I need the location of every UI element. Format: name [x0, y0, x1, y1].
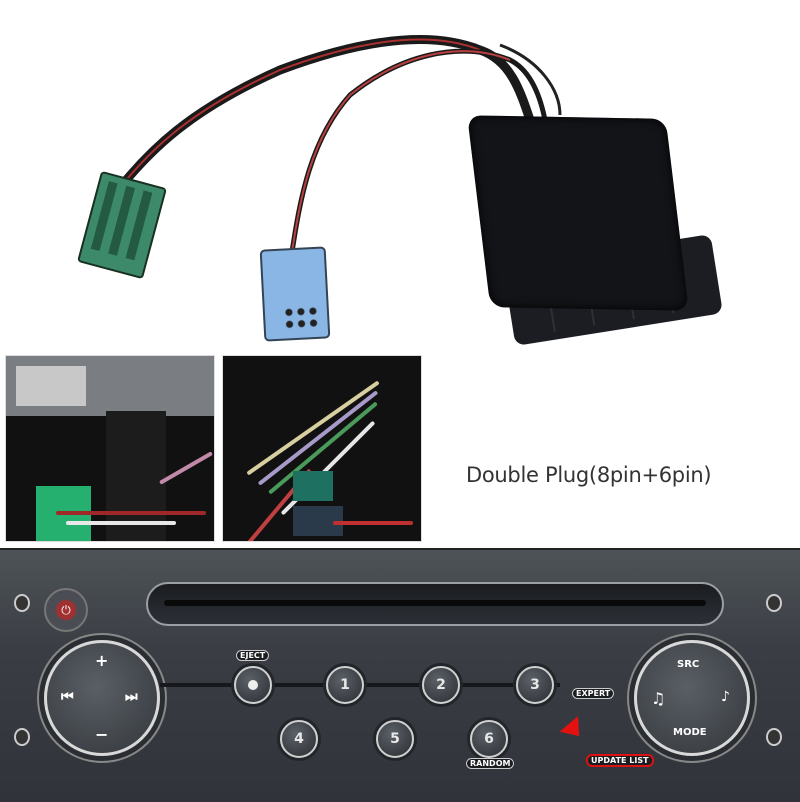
preset-button-2[interactable]: 2	[422, 666, 460, 704]
plus-icon: +	[95, 651, 109, 670]
eject-label: EJECT	[236, 650, 270, 661]
power-icon: ⏻	[61, 602, 71, 617]
music-icon: ♫	[651, 689, 666, 708]
preset-button-1[interactable]: 1	[326, 666, 364, 704]
preset-button-4[interactable]: 4	[280, 720, 318, 758]
preset-button-3[interactable]: 3	[516, 666, 554, 704]
plug-caption: Double Plug(8pin+6pin)	[466, 463, 712, 487]
eject-icon	[248, 680, 258, 690]
power-button[interactable]: ⏻	[44, 588, 88, 632]
preset-button-5[interactable]: 5	[376, 720, 414, 758]
mode-label: MODE	[673, 727, 707, 738]
src-label: SRC	[677, 659, 700, 670]
cable-harness	[114, 35, 562, 253]
bluetooth-module	[467, 115, 689, 311]
install-photo-right	[222, 355, 422, 542]
preset-button-6[interactable]: 6	[470, 720, 508, 758]
cd-slot[interactable]	[146, 582, 724, 626]
note-icon: ♪	[721, 689, 730, 705]
update-list-button[interactable]: UPDATE LIST	[586, 754, 654, 767]
volume-seek-dial[interactable]: + − ⏮ ⏭	[44, 640, 160, 756]
screw-icon	[766, 594, 782, 612]
install-photo-left	[5, 355, 215, 542]
random-label: RANDOM	[466, 758, 515, 769]
blue-8pin-connector	[259, 246, 331, 342]
source-mode-dial[interactable]: SRC MODE ♫ ♪	[634, 640, 750, 756]
expert-button[interactable]: EXPERT	[572, 688, 615, 699]
minus-icon: −	[95, 725, 109, 744]
screw-icon	[766, 728, 782, 746]
screw-icon	[14, 594, 30, 612]
next-track-icon: ⏭	[125, 689, 138, 705]
previous-track-icon: ⏮	[61, 689, 74, 705]
eject-button[interactable]	[234, 666, 272, 704]
screw-icon	[14, 728, 30, 746]
